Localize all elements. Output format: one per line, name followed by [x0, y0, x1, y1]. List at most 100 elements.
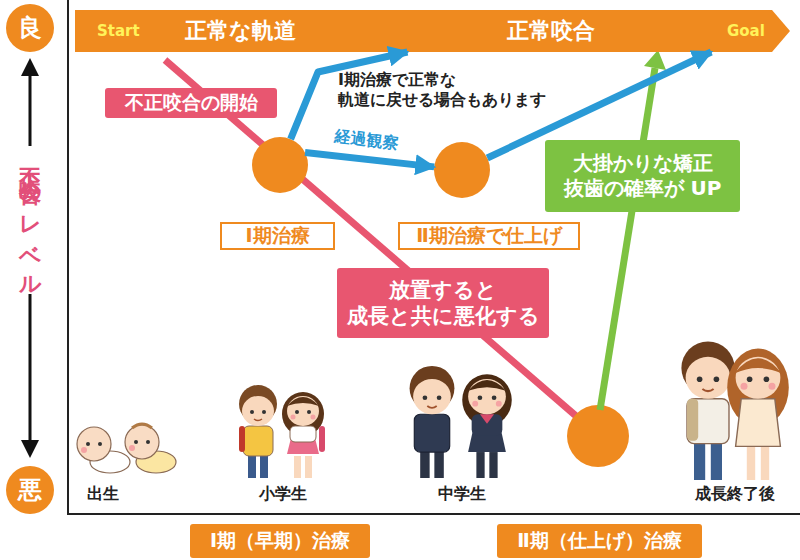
child-illustration [254, 419, 262, 421]
edge-label: Ⅰ期治療で正常な 軌道に戻せる場合もあります [338, 70, 600, 110]
student-illustration [468, 380, 506, 391]
child-illustration [239, 385, 277, 478]
student-illustration [410, 366, 455, 478]
orthodontic-arrow [600, 50, 666, 410]
adult-illustration [687, 399, 729, 444]
child-illustration [242, 396, 274, 426]
box-text: Ⅱ期（仕上げ）治療 [517, 529, 682, 553]
student-illustration [413, 379, 451, 414]
student-illustration [489, 452, 497, 478]
child-illustration [307, 410, 311, 414]
adult-illustration [686, 357, 731, 399]
baby-illustration [98, 442, 102, 446]
box-text: 大掛かりな矯正 抜歯の確率が UP [551, 151, 734, 201]
child-illustration [250, 410, 254, 414]
level-badge: 良 [6, 4, 54, 52]
child-illustration [294, 456, 301, 478]
baby-illustration [77, 427, 111, 461]
baby-illustration [132, 424, 152, 428]
band-heading: 正常咬合 [507, 10, 595, 52]
child-illustration [287, 397, 319, 406]
child-illustration [262, 410, 266, 414]
orthodontic-arrow [644, 50, 666, 70]
child-illustration [243, 426, 273, 456]
band-shape [75, 10, 790, 52]
age-label: 出生 [68, 484, 138, 504]
child-illustration [248, 454, 256, 478]
baby-illustration [125, 424, 176, 473]
baby-illustration [125, 425, 159, 459]
level-text: 良 [18, 13, 42, 43]
student-illustration [492, 395, 497, 400]
stage-callout: 不正咬合の開始 [105, 88, 277, 118]
baby-illustration [81, 447, 87, 453]
child-illustration [311, 415, 316, 420]
treatment-label: Ⅱ期治療で仕上げ [398, 222, 580, 250]
baby-illustration [146, 440, 150, 444]
flow-arrow [305, 152, 434, 166]
child-illustration [260, 454, 268, 478]
adult-illustration [727, 348, 789, 480]
age-label: 小学生 [238, 484, 328, 504]
student-illustration [427, 406, 436, 408]
student-illustration [496, 401, 502, 407]
student-illustration [414, 414, 449, 452]
adult-illustration [747, 376, 753, 382]
adult-illustration [764, 376, 770, 382]
student-illustration [472, 401, 478, 407]
chart-axes [68, 0, 800, 514]
adult-illustration [736, 399, 781, 447]
student-illustration [476, 452, 484, 478]
age-label: 中学生 [417, 484, 507, 504]
orthodontic-arrow [600, 68, 655, 410]
child-illustration [319, 426, 325, 452]
warning-callout: 放置すると 成長と共に悪化する [337, 268, 549, 338]
baby-illustration [129, 445, 135, 451]
child-illustration [290, 426, 316, 442]
student-illustration [462, 374, 512, 426]
baby-illustration [134, 440, 138, 444]
level-badge: 悪 [6, 466, 54, 514]
treatment-label: Ⅰ期治療 [220, 222, 335, 250]
adult-illustration [697, 376, 703, 382]
age-label: 成長終了後 [675, 484, 795, 504]
student-illustration [423, 395, 428, 400]
child-illustration [239, 426, 245, 452]
box-text: Ⅰ期（早期）治療 [210, 529, 350, 553]
child-illustration [282, 392, 325, 478]
band-shape [75, 10, 790, 52]
treatment-point: Ⅱ期治療で仕上げ [434, 142, 490, 198]
child-illustration [291, 415, 296, 420]
adult-illustration [681, 341, 734, 480]
edge-label: 経過観察 [334, 126, 426, 157]
risk-callout: 大掛かりな矯正 抜歯の確率が UP [545, 140, 740, 212]
adult-illustration [734, 358, 782, 373]
baby-illustration [77, 427, 130, 473]
box-text: 放置すると 成長と共に悪化する [343, 277, 543, 330]
student-illustration [472, 414, 503, 435]
child-illustration [305, 456, 312, 478]
phase-label: Ⅰ期（早期）治療 [190, 524, 370, 558]
level-axis-arrow [21, 440, 39, 458]
band-heading: 正常な軌道 [185, 10, 296, 52]
baby-illustration [86, 442, 90, 446]
goal-marker: Goal [727, 10, 765, 52]
axis-title: 不正咬合のレベル [16, 146, 44, 294]
phase-label: Ⅱ期（仕上げ）治療 [497, 524, 702, 558]
treatment-point: Ⅰ期治療 [252, 137, 308, 193]
student-illustration [480, 414, 494, 423]
goal-band: Start 正常な軌道 正常咬合 Goal [75, 10, 790, 52]
adult-illustration [687, 399, 698, 441]
adult-illustration [702, 389, 713, 391]
student-illustration [478, 395, 483, 400]
adult-illustration [769, 383, 776, 390]
student-illustration [468, 379, 506, 414]
start-marker: Start [97, 10, 140, 52]
adult-illustration [761, 446, 769, 480]
adult-illustration [714, 376, 720, 382]
student-illustration [437, 395, 442, 400]
box-text: 不正咬合の開始 [125, 91, 258, 115]
untreated-point [567, 405, 629, 467]
